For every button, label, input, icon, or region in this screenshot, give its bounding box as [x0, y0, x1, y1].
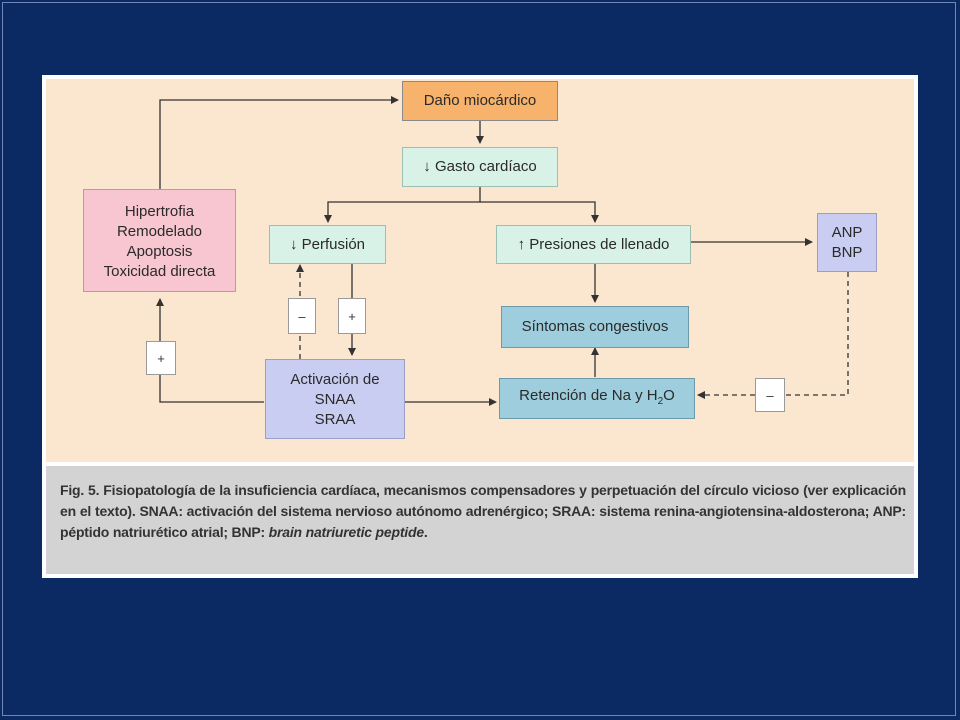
- caption-italic: brain natriuretic peptide: [268, 524, 424, 540]
- node-gasto-cardiaco: ↓ Gasto cardíaco: [402, 147, 558, 187]
- hipertrofia-line-3: Apoptosis: [126, 243, 193, 260]
- hipertrofia-line-1: Hipertrofia: [124, 203, 195, 220]
- node-hipertrofia: Hipertrofia Remodelado Apoptosis Toxicid…: [83, 189, 236, 292]
- node-anp-bnp: ANP BNP: [817, 213, 877, 272]
- arrow-gasto-perfusion: [324, 187, 481, 223]
- arrow-anp-retencion: [697, 272, 849, 399]
- caption-main: Fig. 5. Fisiopatología de la insuficienc…: [60, 482, 906, 540]
- bnp-line: BNP: [831, 244, 863, 261]
- activacion-line-1: Activación de: [290, 371, 380, 388]
- hipertrofia-line-4: Toxicidad directa: [103, 263, 216, 280]
- node-perfusion: ↓ Perfusión: [269, 225, 386, 264]
- arrow-activacion-hipertrofia: [156, 298, 264, 403]
- node-retencion: Retención de Na y H2O: [499, 378, 695, 419]
- hipertrofia-line-2: Remodelado: [116, 223, 203, 240]
- node-retencion-label: Retención de Na y H2O: [519, 386, 675, 407]
- activacion-line-3: SRAA: [314, 411, 356, 428]
- figure: Daño miocárdico ↓ Gasto cardíaco Hipertr…: [42, 75, 918, 578]
- node-activacion: Activación de SNAA SRAA: [265, 359, 405, 439]
- node-sintomas-congestivos: Síntomas congestivos: [501, 306, 689, 348]
- sign-minus-retencion: –: [755, 378, 785, 412]
- anp-line: ANP: [831, 224, 863, 241]
- node-dano-miocardico: Daño miocárdico: [402, 81, 558, 121]
- node-dano-label: Daño miocárdico: [423, 92, 537, 109]
- node-presiones-llenado: ↑ Presiones de llenado: [496, 225, 691, 264]
- arrow-hipertrofia-dano: [159, 96, 399, 189]
- caption-area: Fig. 5. Fisiopatología de la insuficienc…: [46, 466, 914, 574]
- node-sintomas-label: Síntomas congestivos: [521, 318, 669, 335]
- sign-plus-perfusion: +: [338, 298, 366, 334]
- node-perfusion-label: ↓ Perfusión: [289, 235, 366, 253]
- sign-plus-hipertrofia: +: [146, 341, 176, 375]
- diagram-area: Daño miocárdico ↓ Gasto cardíaco Hipertr…: [46, 79, 914, 462]
- sign-minus-perfusion: –: [288, 298, 316, 334]
- node-gasto-label: ↓ Gasto cardíaco: [423, 158, 537, 175]
- caption-end: .: [423, 524, 428, 540]
- node-presiones-label: ↑ Presiones de llenado: [517, 235, 670, 253]
- figure-caption: Fig. 5. Fisiopatología de la insuficienc…: [60, 480, 906, 543]
- arrow-gasto-presiones: [480, 201, 599, 223]
- activacion-line-2: SNAA: [314, 391, 356, 408]
